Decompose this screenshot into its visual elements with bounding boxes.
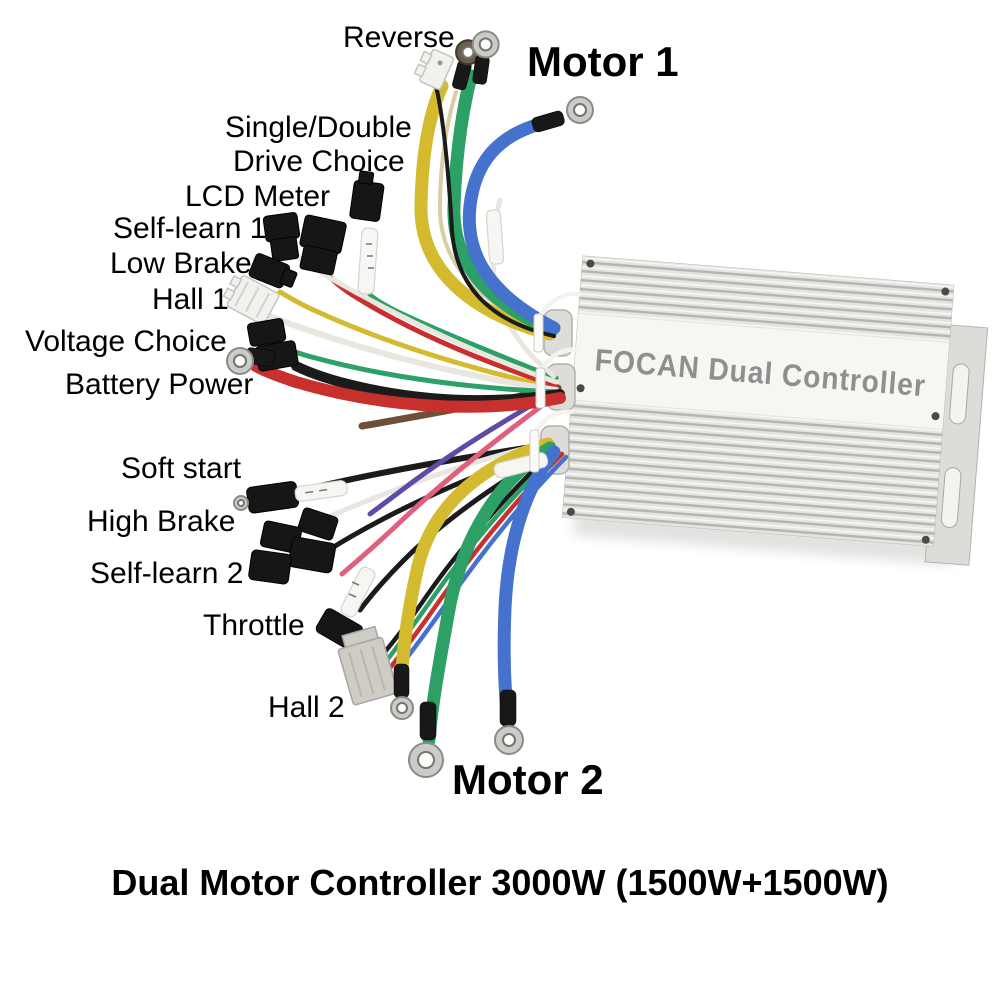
label-soft-start: Soft start bbox=[121, 452, 242, 485]
ring-terminal-motor1-green bbox=[471, 30, 500, 85]
wire-pink bbox=[339, 391, 561, 577]
wire-hall1 bbox=[259, 309, 559, 393]
heatsink-fins-bottom bbox=[562, 399, 943, 547]
connector-single-double bbox=[349, 170, 385, 295]
ring-terminal-motor2-blue bbox=[494, 689, 524, 755]
wire-low-brake bbox=[277, 289, 559, 391]
product-caption: Dual Motor Controller 3000W (1500W+1500W… bbox=[111, 862, 889, 903]
ring-terminal-motor2-yellow bbox=[390, 663, 414, 720]
connector-self-learn-1 bbox=[262, 212, 301, 262]
mounting-slot-top bbox=[949, 363, 970, 425]
ring-terminal-motor1-blue bbox=[531, 96, 594, 133]
wire-reverse-black bbox=[434, 84, 556, 338]
label-lcd-meter: LCD Meter bbox=[185, 180, 331, 213]
label-high-brake: High Brake bbox=[87, 505, 236, 538]
label-low-brake: Low Brake bbox=[110, 247, 252, 280]
cable-ties bbox=[529, 291, 583, 473]
wire-battery-red bbox=[250, 360, 566, 413]
connector-hall-1 bbox=[222, 274, 280, 326]
label-throttle: Throttle bbox=[203, 609, 305, 642]
wire-motor1-yellow bbox=[414, 79, 557, 341]
wire-single-double bbox=[367, 292, 559, 381]
label-self-learn-1: Self-learn 1 bbox=[113, 212, 267, 245]
wire-purple bbox=[367, 387, 561, 517]
label-self-learn-2: Self-learn 2 bbox=[90, 557, 244, 590]
label-reverse: Reverse bbox=[343, 21, 455, 54]
wire-motor1-blue bbox=[462, 117, 561, 335]
device-label-band bbox=[571, 313, 950, 429]
label-battery-power: Battery Power bbox=[65, 368, 254, 401]
connector-hall-2 bbox=[337, 625, 399, 706]
label-hall-2: Hall 2 bbox=[268, 691, 345, 724]
ring-terminal-motor2-green bbox=[408, 701, 444, 778]
label-single-double: Single/Double bbox=[225, 111, 412, 144]
connector-lcd-meter bbox=[299, 214, 347, 276]
harness-motor1 bbox=[414, 69, 561, 341]
wire-motor2-green bbox=[422, 441, 557, 747]
label-motor2: Motor 2 bbox=[452, 756, 604, 803]
sleeve-white-loop bbox=[485, 209, 505, 265]
mounting-slot-bottom bbox=[940, 467, 962, 529]
label-voltage-choice: Voltage Choice bbox=[25, 325, 227, 358]
label-drive-choice: Drive Choice bbox=[233, 145, 405, 178]
heatsink-fins-top bbox=[578, 256, 954, 344]
connector-self-learn-2 bbox=[248, 536, 336, 585]
wire-motor1-green bbox=[447, 69, 559, 337]
controller-box: FOCAN Dual Controller bbox=[561, 255, 989, 566]
ring-terminal-battery bbox=[226, 347, 275, 375]
label-motor1: Motor 1 bbox=[527, 38, 679, 85]
label-hall-1: Hall 1 bbox=[152, 283, 229, 316]
connector-low-brake bbox=[248, 253, 298, 289]
screws bbox=[566, 259, 950, 544]
connector-reverse bbox=[413, 49, 454, 90]
connector-soft-start bbox=[233, 452, 549, 514]
